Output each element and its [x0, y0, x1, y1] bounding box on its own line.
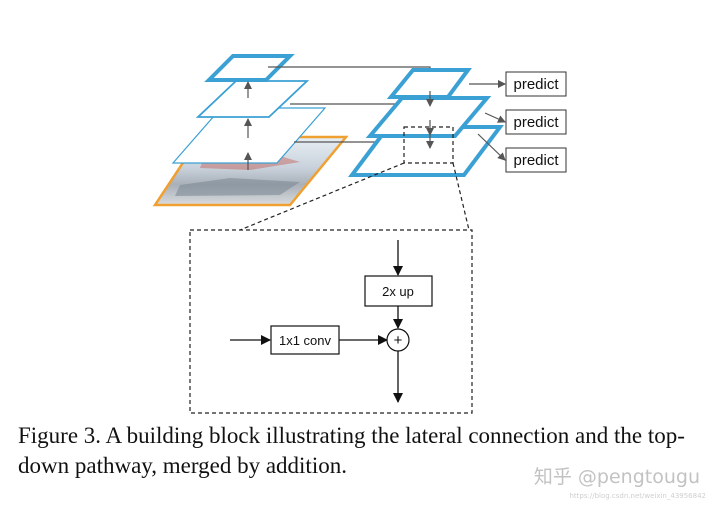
upsample-block: 2x up [364, 275, 433, 307]
upsample-label: 2x up [382, 284, 414, 299]
zoom-region-box [403, 126, 454, 164]
watermark: 知乎 @pengtougu [533, 466, 700, 488]
predict-box-2: predict [505, 109, 567, 135]
zoom-projection-lines [239, 162, 470, 231]
predict-label-3: predict [513, 152, 559, 169]
watermark-url: https://blog.csdn.net/weixin_43956842 [569, 492, 706, 500]
bottom-up-layer-2 [195, 80, 310, 118]
figure-caption: Figure 3. A building block illustrating … [18, 423, 685, 478]
addition-node: + [386, 328, 410, 352]
conv1x1-block: 1x1 conv [270, 325, 340, 355]
bottom-up-layer-3 [171, 107, 327, 164]
fpn-diagram: predict predict predict 2x up 1x1 conv + [152, 54, 567, 414]
top-down-layer-1 [386, 68, 472, 99]
top-down-layer-2 [365, 96, 492, 138]
predict-arrows [469, 80, 506, 161]
predict-label-1: predict [513, 76, 559, 93]
predict-label-2: predict [513, 114, 559, 131]
predict-box-3: predict [505, 147, 567, 173]
add-symbol: + [394, 332, 403, 349]
bottom-up-layer-1 [204, 54, 295, 82]
building-block-box [189, 229, 473, 414]
predict-box-1: predict [505, 71, 567, 97]
conv1x1-label: 1x1 conv [279, 333, 332, 348]
